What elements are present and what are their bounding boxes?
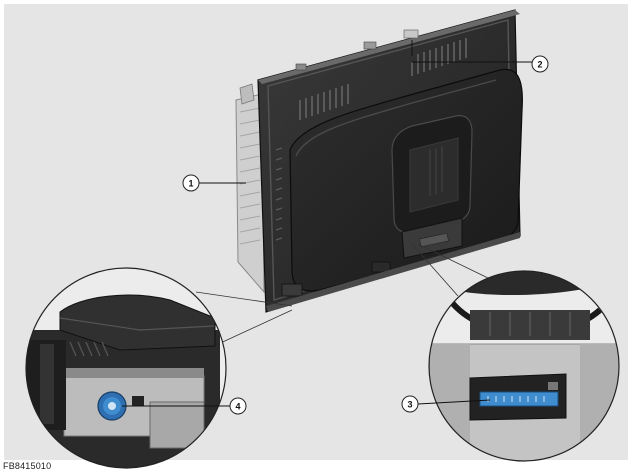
callout-1: 1 [182,174,200,192]
coax-port-pin [108,402,116,410]
callout-4-circle [229,397,247,415]
connector-pins [487,396,545,402]
top-edge [258,10,520,84]
callout-3: 3 [401,395,419,413]
figure-code: FB8415010 [3,461,52,471]
foot-left [281,283,303,297]
foot-right [371,261,391,273]
callout-3-circle [401,395,419,413]
detail-left-border [25,267,227,469]
connector-slot [419,232,449,248]
vent-slots-top [299,38,467,120]
top-clip-left [363,41,377,50]
callout-1-circle [182,174,200,192]
detail-left-panel-rim [64,368,204,378]
detail-left-vents [69,341,109,357]
detail-right-border [428,270,620,462]
callout-2: 2 [531,55,549,73]
callout-3-label: 3 [407,400,412,410]
detail-left-cover [59,294,216,351]
connector-plug [479,391,559,407]
bracket-tab [239,83,255,105]
display-unit [235,9,523,313]
detail-right-ribs [489,312,571,336]
leader-3 [417,399,491,405]
callout-2-label: 2 [537,60,542,70]
bottom-edge [266,232,520,312]
detail-left-edge-inner [40,344,54,424]
callout-2-circle [531,55,549,73]
leader-lines [122,40,532,407]
latch-grip [429,146,443,196]
callout-4-label: 4 [235,402,240,412]
side-bracket-ribs [239,107,261,245]
leader-2 [411,40,532,63]
top-clip-far [295,63,307,71]
vent-slots-side [275,147,283,241]
detail-left-slot [132,396,144,406]
top-clip [403,29,419,39]
zoom-lines [195,243,489,347]
detail-left-cover-edge [59,317,215,331]
latch-recess [409,137,459,213]
callout-1-label: 1 [188,179,193,189]
rear-cover-highlight [295,79,497,157]
callout-4: 4 [229,397,247,415]
connector-latch [548,382,558,390]
